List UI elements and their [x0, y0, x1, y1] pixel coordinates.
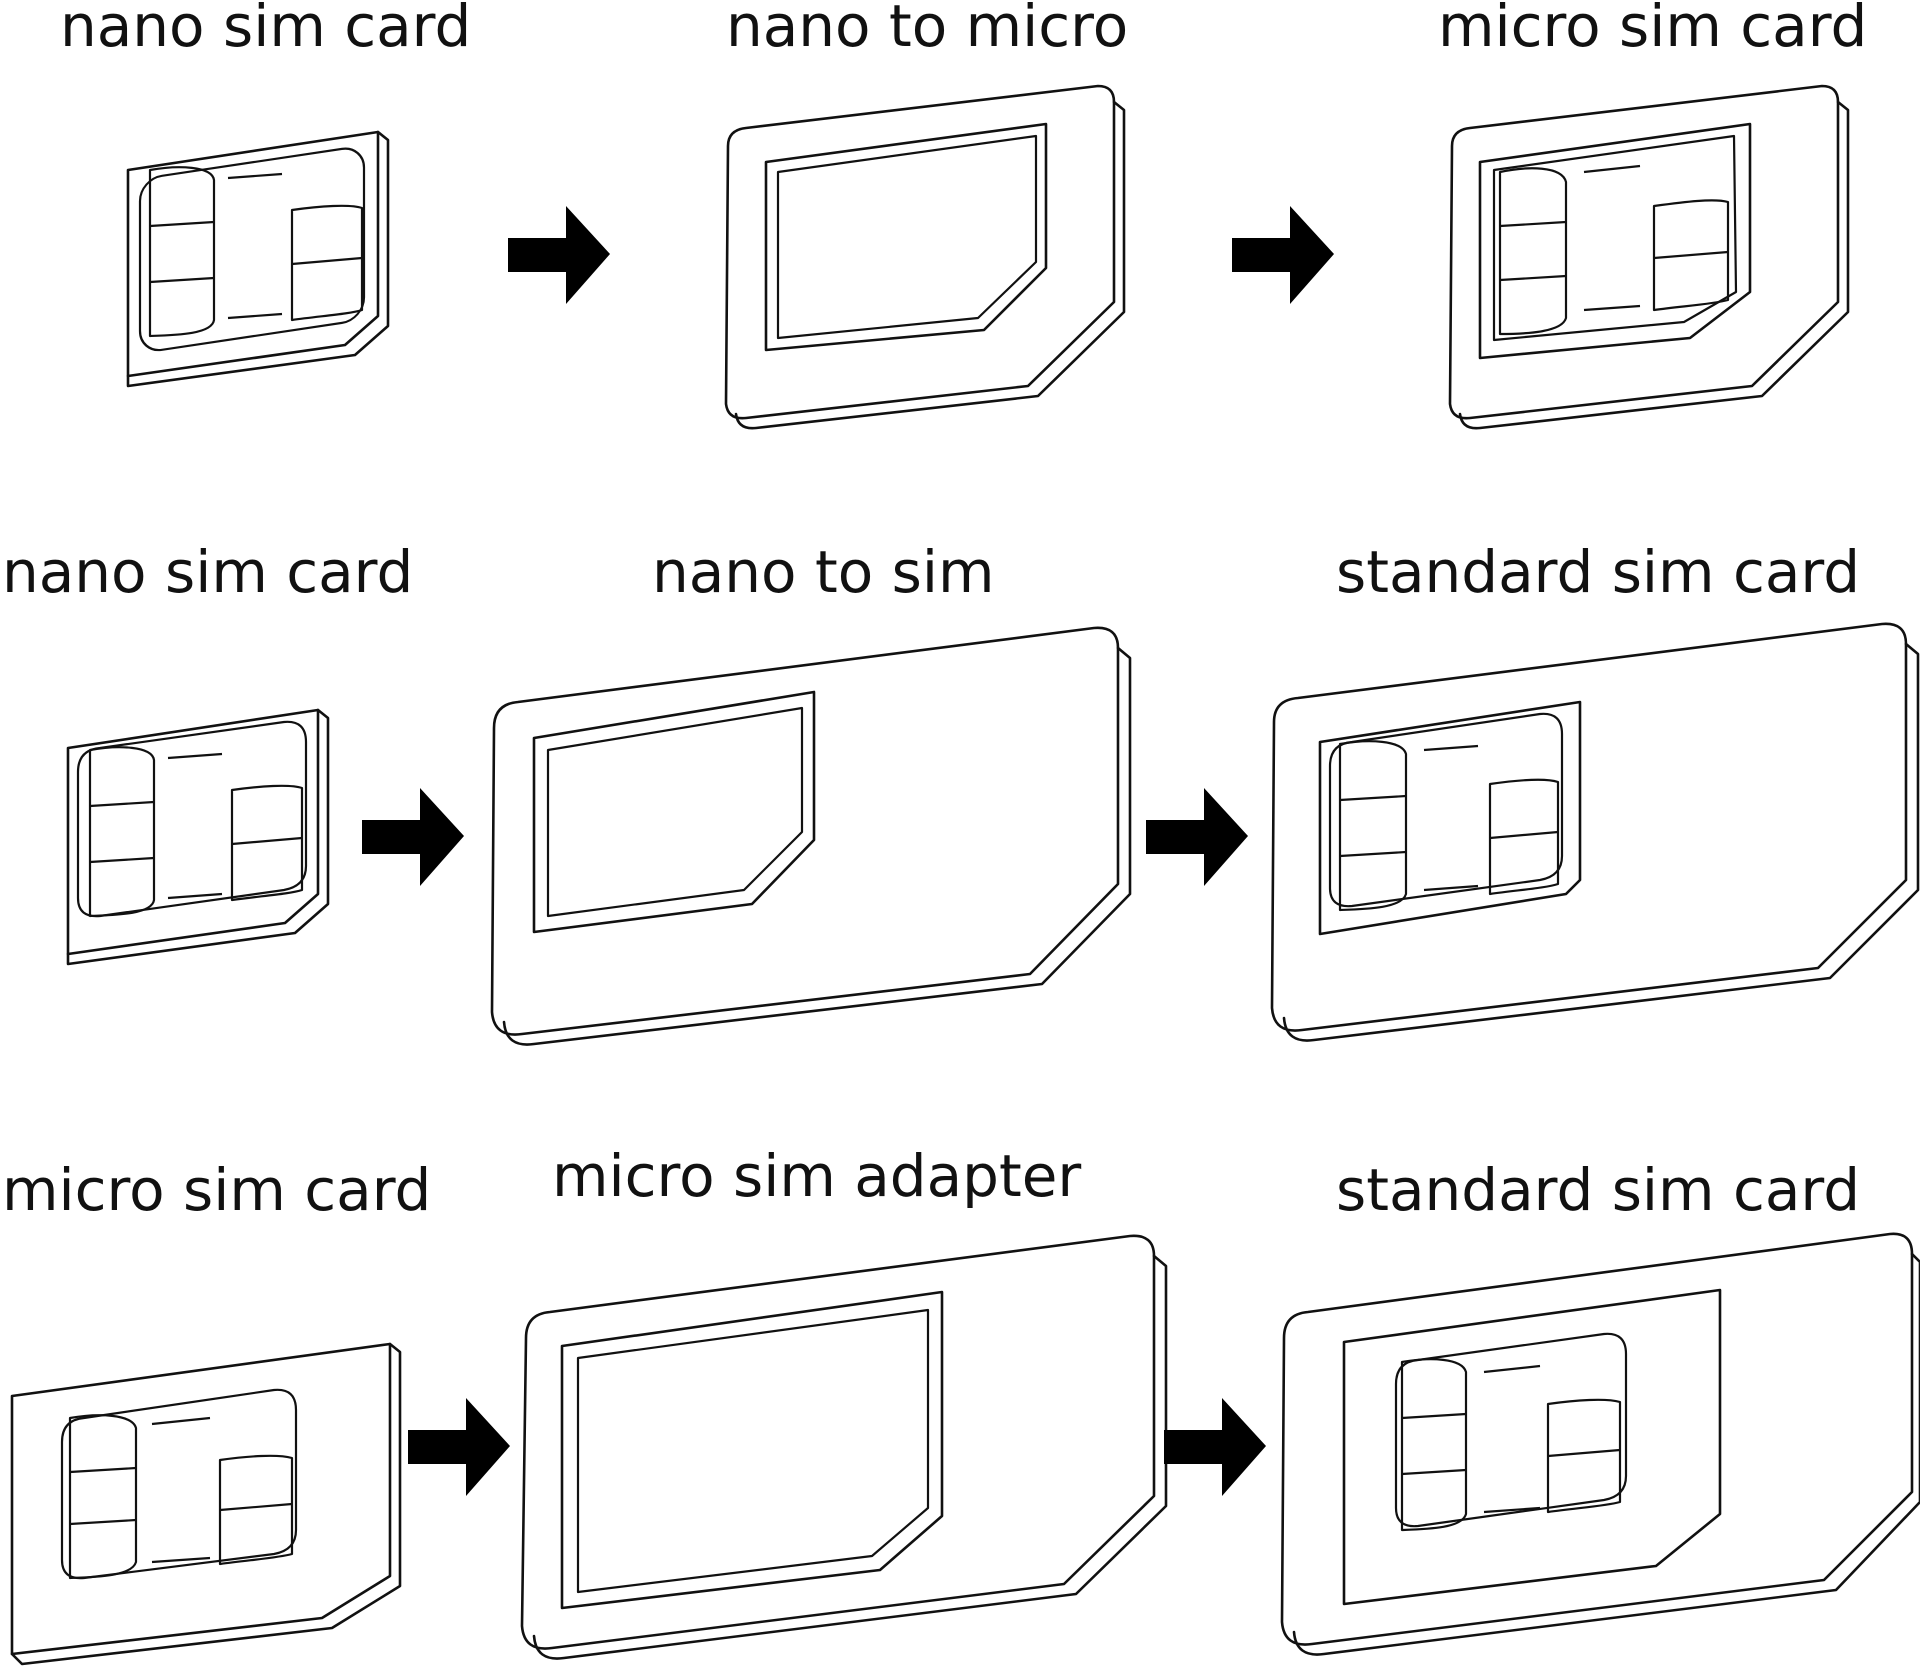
standard-sim-card-result-icon	[1270, 622, 1920, 1042]
row-1-result-label: micro sim card	[1438, 0, 1867, 60]
arrow-right-icon	[362, 788, 464, 886]
row-3-source-label: micro sim card	[2, 1156, 431, 1224]
micro-sim-adapter-icon	[520, 1234, 1168, 1660]
arrow-right-icon	[408, 1398, 510, 1496]
standard-sim-card-result-icon	[1280, 1232, 1920, 1656]
nano-to-sim-adapter-icon	[490, 626, 1132, 1046]
row-2-adapter-label: nano to sim	[652, 538, 994, 606]
row-2: nano sim card nano to sim standard sim c…	[2, 538, 1920, 1046]
row-3-adapter-label: micro sim adapter	[552, 1142, 1081, 1210]
nano-to-micro-adapter-icon	[724, 84, 1126, 430]
micro-sim-card-source-icon	[10, 1342, 402, 1666]
micro-sim-card-result-icon	[1448, 84, 1850, 430]
arrow-right-icon	[1146, 788, 1248, 886]
row-3: micro sim card micro sim adapter standar…	[2, 1142, 1920, 1666]
nano-sim-card-icon	[66, 708, 330, 966]
row-2-source-label: nano sim card	[2, 538, 413, 606]
arrow-right-icon	[1232, 206, 1334, 304]
row-1-adapter-label: nano to micro	[726, 0, 1128, 60]
row-3-result-label: standard sim card	[1336, 1156, 1860, 1224]
row-1: nano sim card nano to micro micro sim ca…	[60, 0, 1867, 430]
arrow-right-icon	[508, 206, 610, 304]
arrow-right-icon	[1164, 1398, 1266, 1496]
row-1-source-label: nano sim card	[60, 0, 471, 60]
row-2-result-label: standard sim card	[1336, 538, 1860, 606]
nano-sim-card-icon	[126, 130, 390, 388]
